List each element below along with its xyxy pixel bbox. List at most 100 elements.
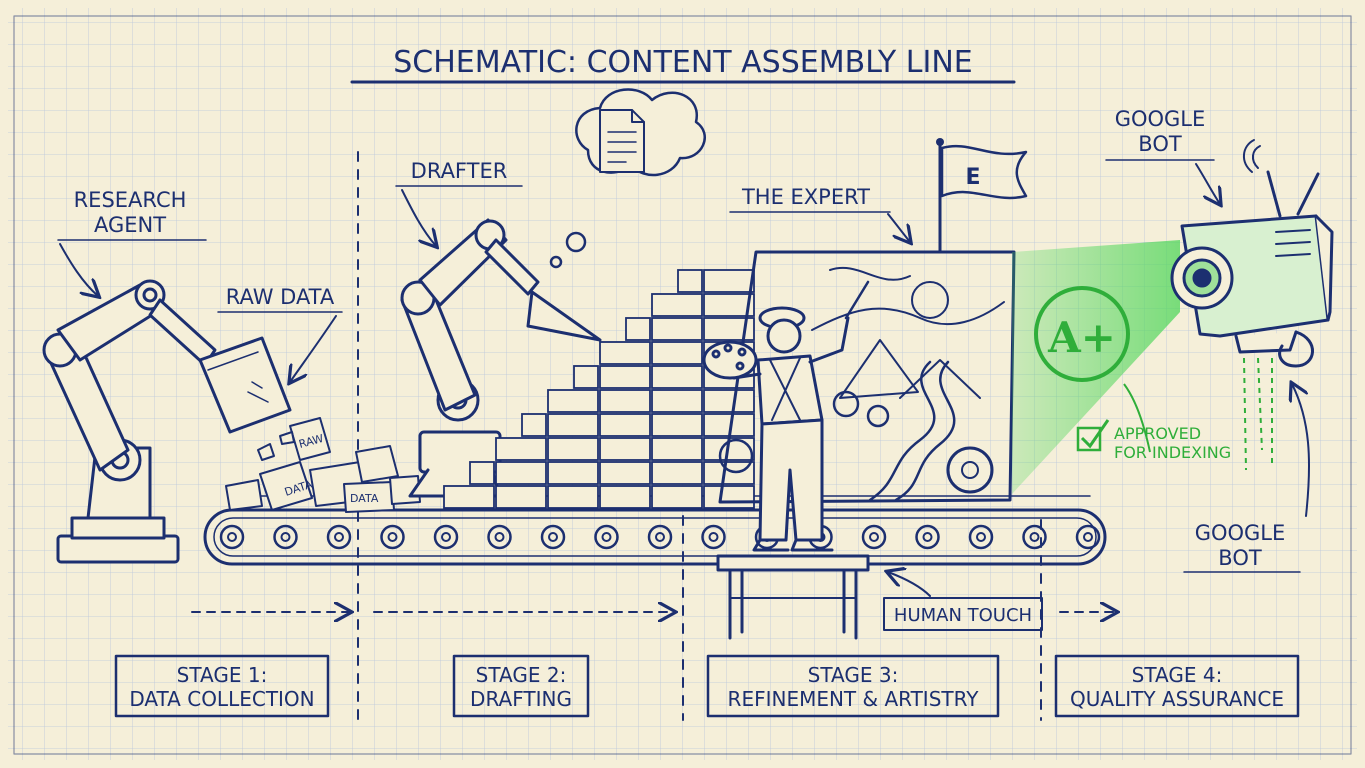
stage-2-line1: STAGE 2:: [476, 663, 567, 687]
expert-painter-figure: [702, 280, 870, 552]
brick: [547, 461, 599, 485]
brick: [521, 413, 547, 437]
brick: [599, 341, 651, 365]
conveyor-roller: [861, 524, 887, 550]
conveyor-roller: [915, 524, 940, 550]
brick: [651, 437, 703, 461]
stage-4-line1: STAGE 4:: [1132, 663, 1223, 687]
raw-data-boxes: [225, 417, 421, 513]
conveyor-roller: [326, 524, 352, 550]
stage-4-line2: QUALITY ASSURANCE: [1070, 687, 1284, 711]
expert-label: THE EXPERT: [741, 185, 870, 209]
research-agent-pointer: [59, 243, 98, 296]
drafter-pointer: [401, 189, 436, 246]
conveyor-roller: [487, 524, 512, 550]
brick: [651, 317, 703, 341]
stage-1-line1: STAGE 1:: [177, 663, 268, 687]
conveyor-roller: [380, 524, 405, 550]
gear-icon-small: [832, 390, 860, 418]
google-bot-top-pointer: [1195, 163, 1220, 204]
brick: [651, 485, 703, 509]
conveyor-roller: [540, 524, 566, 550]
conveyor-roller: [219, 524, 245, 550]
research-agent-label-line2: AGENT: [94, 213, 166, 237]
stage-3-line1: STAGE 3:: [808, 663, 899, 687]
trowel-icon: [526, 290, 602, 342]
drafter-label: DRAFTER: [411, 159, 508, 183]
stage-1-line2: DATA COLLECTION: [129, 687, 314, 711]
conveyor-roller: [701, 524, 726, 550]
research-agent-label-line1: RESEARCH: [74, 188, 187, 212]
brick: [547, 485, 599, 509]
conveyor-roller: [1022, 524, 1047, 550]
document-icon: [599, 109, 645, 173]
approved-pointer: [1123, 383, 1151, 453]
raw-data-pointer: [290, 315, 337, 382]
google-bot-top-label-line1: GOOGLE: [1115, 107, 1206, 131]
step-stool: [716, 554, 870, 640]
brick: [651, 413, 703, 437]
conveyor-roller: [433, 524, 459, 550]
gear-icon: [946, 446, 994, 494]
conveyor-roller: [968, 524, 994, 550]
brick: [625, 317, 651, 341]
data-box-2: [343, 481, 395, 513]
brick: [547, 413, 599, 437]
approved-check-icon: [1076, 419, 1110, 452]
green-scan-drips: [1243, 357, 1273, 471]
google-bot-camera-icon: [1170, 139, 1334, 368]
brick: [469, 461, 495, 485]
flag-letter: E: [965, 165, 980, 190]
stage-box-3: STAGE 3: REFINEMENT & ARTISTRY: [706, 654, 1000, 718]
stage-box-1: STAGE 1: DATA COLLECTION: [114, 654, 330, 718]
brick: [599, 437, 651, 461]
page-frame: [13, 15, 1352, 755]
brick: [547, 389, 599, 413]
stage-2-line2: DRAFTING: [470, 687, 572, 711]
gear-icon-small-2: [866, 404, 890, 428]
brick: [703, 317, 755, 341]
box-text-raw: RAW: [297, 432, 325, 451]
box-text-data-2: DATA: [350, 492, 379, 505]
stage-box-4: STAGE 4: QUALITY ASSURANCE: [1054, 654, 1300, 718]
google-bot-bottom-pointer: [1292, 384, 1311, 517]
raw-data-label: RAW DATA: [226, 285, 335, 309]
conveyor-roller: [273, 524, 298, 550]
drafter-robot-icon: [400, 218, 602, 498]
conveyor-roller: [594, 524, 619, 550]
brick: [443, 485, 495, 509]
expert-pointer: [887, 213, 910, 242]
google-bot-bottom-label-line1: GOOGLE: [1195, 521, 1286, 545]
brick: [651, 389, 703, 413]
brick: [599, 413, 651, 437]
mural-wall-panel: [718, 250, 1016, 504]
conveyor-roller: [1075, 524, 1101, 550]
brick: [703, 461, 755, 485]
brick: [495, 437, 547, 461]
stage-box-2: STAGE 2: DRAFTING: [452, 654, 590, 718]
expert-flag-icon: [936, 138, 1028, 254]
brick: [495, 461, 547, 485]
brick: [703, 269, 755, 293]
brick: [677, 269, 703, 293]
brick: [651, 461, 703, 485]
human-touch-pointer: [888, 572, 931, 597]
approved-line-2: FOR INDEXING: [1114, 443, 1231, 462]
brick: [599, 389, 651, 413]
brick: [651, 341, 703, 365]
brick: [599, 461, 651, 485]
gear-icon-left: [718, 438, 754, 474]
paintbrush-icon: [844, 280, 870, 320]
research-agent-robot-icon: [42, 279, 292, 564]
brick: [703, 389, 755, 413]
green-scan-beam: [1012, 240, 1180, 494]
brick: [599, 365, 651, 389]
diagram-title: SCHEMATIC: CONTENT ASSEMBLY LINE: [393, 45, 973, 80]
brick: [599, 485, 651, 509]
conveyor-roller: [647, 524, 673, 550]
grade-circle: [1034, 286, 1130, 382]
google-bot-bottom-label-line2: BOT: [1218, 546, 1262, 570]
human-touch-label: HUMAN TOUCH: [894, 605, 1032, 626]
